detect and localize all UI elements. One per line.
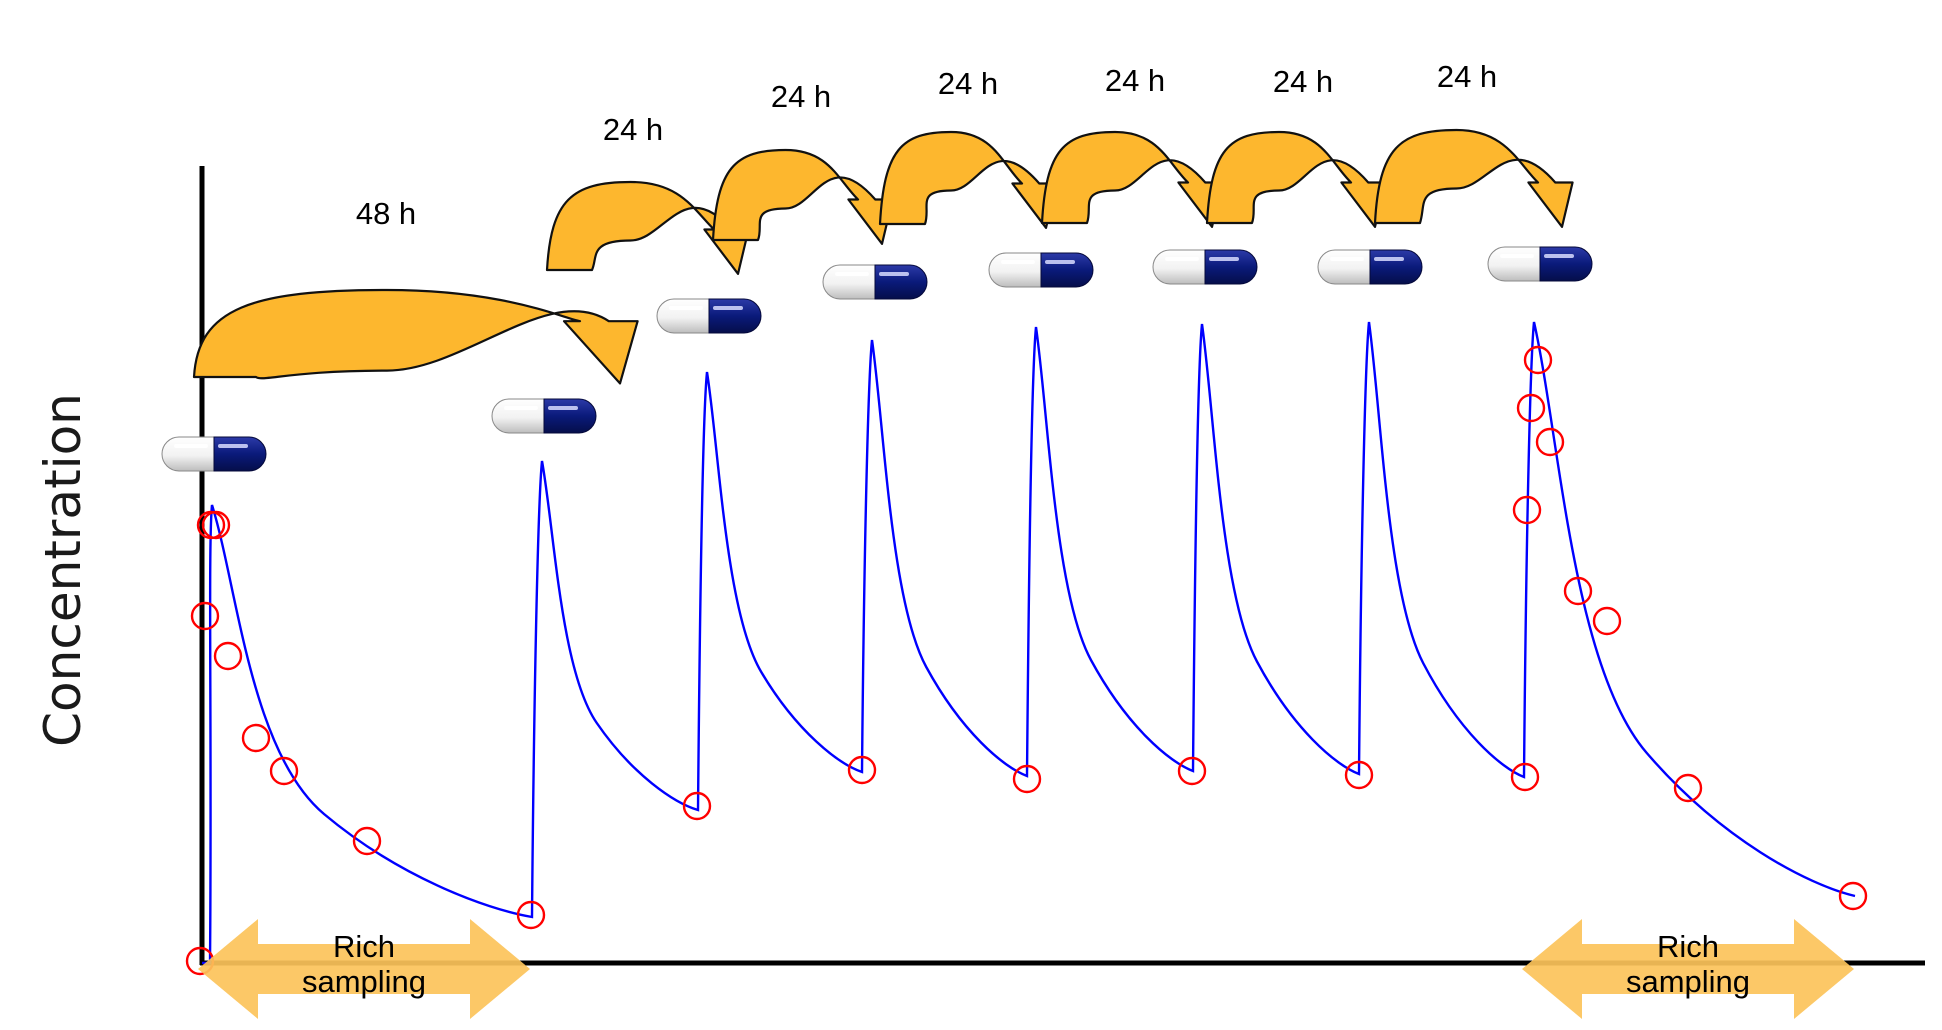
sampling-label-line2: sampling xyxy=(302,964,426,999)
sample-marker xyxy=(352,826,382,856)
capsule-icon xyxy=(491,398,597,434)
curved-arrow-icon xyxy=(1373,128,1574,228)
sample-marker xyxy=(682,791,712,821)
sample-marker xyxy=(847,755,877,785)
sampling-label-line1: Rich xyxy=(333,929,395,964)
interval-label: 24 h xyxy=(771,79,831,114)
interval-label: 24 h xyxy=(1105,63,1165,98)
curved-arrow-icon xyxy=(1205,130,1387,228)
capsule-icon xyxy=(988,252,1094,288)
curved-arrow-icon xyxy=(545,180,750,275)
capsule-icon xyxy=(1487,246,1593,282)
capsule-icon xyxy=(822,264,928,300)
sample-marker xyxy=(1838,881,1868,911)
sample-marker xyxy=(1510,762,1540,792)
sampling-label-line2: sampling xyxy=(1626,964,1750,999)
capsule-icon xyxy=(1317,249,1423,285)
interval-label: 24 h xyxy=(1437,59,1497,94)
interval-labels: 48 h 24 h 24 h 24 h 24 h 24 h 24 h xyxy=(356,59,1497,231)
curved-arrow-icon xyxy=(878,130,1058,229)
double-arrow-icon xyxy=(1522,919,1854,1019)
capsule-icon xyxy=(161,436,267,472)
double-arrow-icon xyxy=(198,919,530,1019)
sample-marker xyxy=(1673,773,1703,803)
interval-label: 24 h xyxy=(1273,64,1333,99)
dosing-interval-arrows xyxy=(192,128,1574,385)
sample-marker xyxy=(1523,345,1553,375)
dose-capsules xyxy=(161,246,1593,472)
concentration-curve xyxy=(202,321,1856,965)
interval-label: 24 h xyxy=(938,66,998,101)
sample-marker xyxy=(269,756,299,786)
sample-marker xyxy=(1592,606,1622,636)
sample-marker xyxy=(1535,427,1565,457)
sampling-label-line1: Rich xyxy=(1657,929,1719,964)
curved-arrow-icon xyxy=(1040,130,1224,228)
sample-marker xyxy=(201,510,231,540)
interval-label: 48 h xyxy=(356,196,416,231)
sample-marker xyxy=(1344,760,1374,790)
sample-marker xyxy=(1012,764,1042,794)
sample-marker xyxy=(516,900,546,930)
sample-marker xyxy=(1516,393,1546,423)
curved-arrow-icon xyxy=(192,288,639,385)
sample-marker xyxy=(1563,576,1593,606)
sample-marker xyxy=(1512,495,1542,525)
capsule-icon xyxy=(656,298,762,334)
sample-marker xyxy=(213,641,243,671)
sample-marker xyxy=(1177,756,1207,786)
sample-marker xyxy=(190,601,220,631)
sample-marker xyxy=(241,723,271,753)
capsule-icon xyxy=(1152,249,1258,285)
interval-label: 24 h xyxy=(603,112,663,147)
curved-arrow-icon xyxy=(711,148,894,245)
sample-markers xyxy=(185,345,1868,976)
